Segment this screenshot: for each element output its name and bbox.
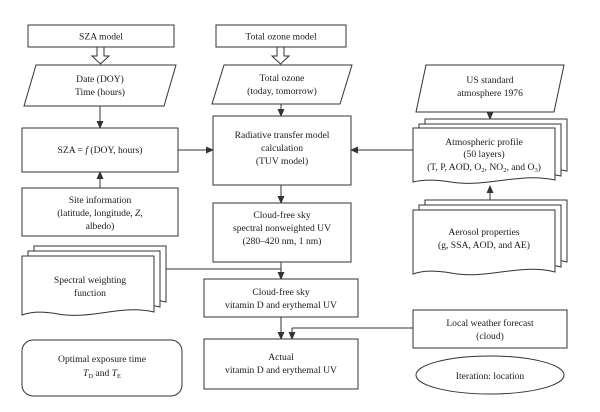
node-atm-profile-line1: Atmospheric profile [445, 137, 523, 148]
node-cloud-free-spectral: Cloud-free sky spectral nonweighted UV (… [212, 202, 352, 263]
exposure-td-t: T [83, 368, 89, 379]
node-rtm: Radiative transfer model calculation (TU… [212, 115, 352, 186]
node-atm-profile-line2: (50 layers) [463, 149, 504, 160]
sza-formula-func: f [85, 145, 89, 156]
site-info-z: Z [135, 208, 141, 219]
node-rtm-line1: Radiative transfer model [235, 130, 330, 141]
node-optimal-exposure-line1: Optimal exposure time [58, 354, 146, 365]
node-cloud-free-spectral-line1: Cloud-free sky [253, 210, 310, 221]
exposure-te-t: T [112, 368, 118, 379]
node-sza-model: SZA model [27, 24, 175, 48]
node-date-time-line1: Date (DOY) [76, 74, 124, 85]
sza-formula-prefix: SZA = [58, 145, 86, 156]
node-actual: Actual vitamin D and erythemal UV [203, 338, 359, 390]
node-cloud-free-vitd-line2: vitamin D and erythemal UV [225, 300, 337, 311]
node-spectral-weighting-line2: function [74, 288, 106, 299]
node-sza-model-label: SZA model [79, 32, 123, 43]
species-part-a: (T, P, AOD, O [427, 162, 481, 173]
hollow-arrow-sza-model [90, 46, 111, 65]
node-local-weather-line1: Local weather forecast [446, 318, 534, 329]
exposure-td-sub: D [88, 373, 93, 380]
node-site-info-line2: (latitude, longitude, Z, [57, 208, 143, 219]
node-total-ozone-line1: Total ozone [260, 73, 305, 84]
hollow-arrow-ozone-model [270, 46, 291, 65]
node-us-standard: US standard atmosphere 1976 [415, 64, 565, 113]
species-part-c: , and O [506, 162, 534, 173]
node-actual-line2: vitamin D and erythemal UV [225, 365, 337, 376]
node-sza-formula: SZA = f (DOY, hours) [21, 127, 179, 173]
node-spectral-weighting-line1: Spectral weighting [54, 275, 126, 286]
node-cloud-free-vitd: Cloud-free sky vitamin D and erythemal U… [203, 278, 359, 318]
species-sub-o3: 3 [534, 167, 537, 174]
node-rtm-line3: (TUV model) [256, 156, 308, 167]
node-actual-line1: Actual [268, 352, 294, 363]
node-aerosol-line2: (g, SSA, AOD, and AE) [438, 240, 530, 251]
node-total-ozone-model-label: Total ozone model [245, 32, 317, 43]
species-sub-no2: 2 [503, 167, 506, 174]
node-spectral-weighting: Spectral weighting function [21, 245, 167, 316]
node-cloud-free-spectral-line3: (280–420 nm, 1 nm) [243, 236, 322, 247]
node-site-info: Site information (latitude, longitude, Z… [21, 187, 179, 237]
node-atm-profile-species: (T, P, AOD, O2, NO2, and O3) [427, 162, 541, 174]
node-iteration-label: Iteration: location [456, 371, 525, 382]
node-rtm-line2: calculation [261, 143, 303, 154]
node-date-time-line2: Time (hours) [75, 87, 125, 98]
node-us-standard-line2: atmosphere 1976 [457, 88, 523, 99]
node-total-ozone: Total ozone (today, tomorrow) [211, 64, 353, 105]
node-atm-profile: Atmospheric profile (50 layers) (T, P, A… [412, 118, 568, 184]
connectors [90, 46, 494, 340]
node-total-ozone-model: Total ozone model [215, 24, 347, 48]
node-us-standard-line1: US standard [466, 75, 513, 86]
species-part-d: ) [538, 162, 541, 173]
node-aerosol-line1: Aerosol properties [448, 227, 519, 238]
node-site-info-line3: albedo) [86, 221, 115, 232]
species-part-b: , NO [485, 162, 504, 173]
node-iteration: Iteration: location [415, 355, 565, 395]
node-date-time: Date (DOY) Time (hours) [23, 64, 177, 107]
node-site-info-line1: Site information [69, 195, 132, 206]
node-cloud-free-spectral-line2: spectral nonweighted UV [233, 223, 331, 234]
node-local-weather: Local weather forecast (cloud) [412, 309, 568, 349]
node-local-weather-line2: (cloud) [476, 331, 504, 342]
node-total-ozone-line2: (today, tomorrow) [247, 86, 317, 97]
node-optimal-exposure-line2: TD and TE [83, 368, 121, 380]
node-optimal-exposure: Optimal exposure time TD and TE [21, 339, 183, 397]
exposure-te-sub: E [117, 373, 121, 380]
exposure-and: and [93, 368, 112, 379]
sza-formula-suffix: (DOY, hours) [88, 145, 142, 156]
node-sza-formula-label: SZA = f (DOY, hours) [58, 145, 143, 156]
site-info-comma: , [140, 208, 142, 219]
species-sub-o2: 2 [481, 167, 484, 174]
site-info-coords: (latitude, longitude, [57, 208, 135, 219]
node-cloud-free-vitd-line1: Cloud-free sky [252, 287, 309, 298]
node-aerosol: Aerosol properties (g, SSA, AOD, and AE) [412, 199, 568, 276]
